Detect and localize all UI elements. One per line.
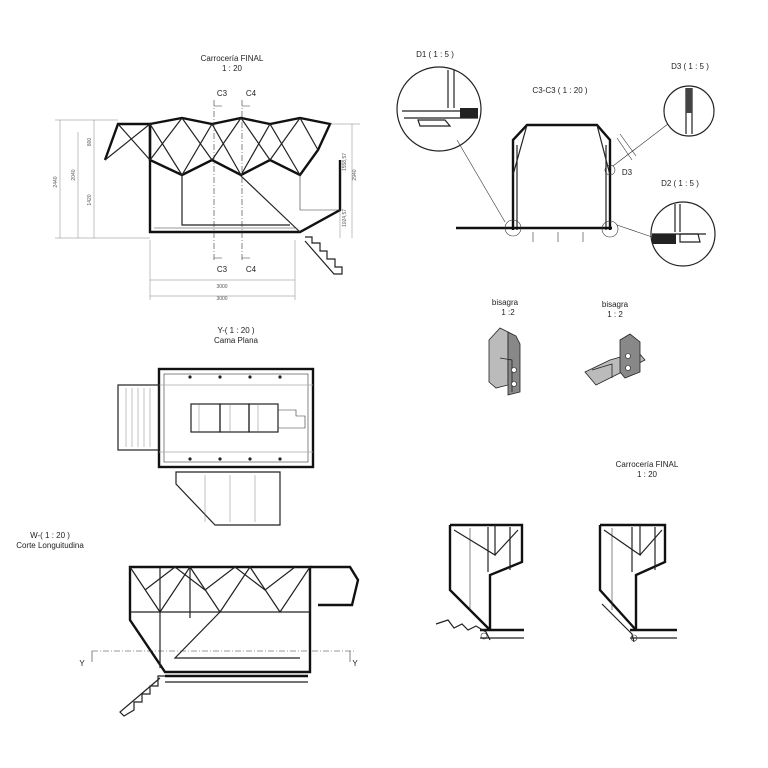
detail-d2-title: D2 ( 1 : 5 ): [661, 179, 699, 188]
hinge-2-scale: 1 : 2: [607, 310, 623, 319]
dim-top: 800: [87, 138, 93, 147]
dim-height-2: 2040: [71, 169, 77, 180]
section-title: C3-C3 ( 1 : 20 ): [532, 86, 587, 95]
hinge-1-title: bisagra: [492, 298, 519, 307]
final-views: Carrocería FINAL 1 : 20: [435, 460, 679, 643]
plan-title: Y-( 1 : 20 ): [217, 326, 254, 335]
section-label-c3-bottom: C3: [217, 265, 228, 274]
section-label-c4-bottom: C4: [246, 265, 257, 274]
dim-total-height: 2440: [53, 176, 59, 187]
hinge-1-drawing: [488, 327, 521, 396]
section-view: C3-C3 ( 1 : 20 ) D1 ( 1 : 5 ) D3 ( 1 : 5…: [396, 50, 716, 267]
detail-d3-tag: D3: [622, 168, 633, 177]
dim-width-inner: 3000: [216, 284, 227, 290]
front-view-scale: 1 : 20: [222, 64, 243, 73]
hinge-2-title: bisagra: [602, 300, 629, 309]
dim-right-height-2: 2940: [352, 169, 358, 180]
long-section: W-( 1 : 20 ) Corte Longuitudina Y Y: [16, 531, 360, 717]
long-title: W-( 1 : 20 ): [30, 531, 70, 540]
front-view-title: Carrocería FINAL: [201, 54, 264, 63]
final2-title: Carrocería FINAL: [616, 460, 679, 469]
dim-right-low: 1024,57: [342, 209, 348, 227]
dim-right-height: 1558,57: [342, 153, 348, 171]
hinge-2-drawing: [584, 333, 646, 386]
hinge-1-scale: 1 :2: [501, 308, 515, 317]
plan-view: Y-( 1 : 20 ) Cama Plana: [117, 326, 315, 526]
long-subtitle: Corte Longuitudina: [16, 541, 84, 550]
plan-subtitle: Cama Plana: [214, 336, 259, 345]
final2-scale: 1 : 20: [637, 470, 658, 479]
axis-label-left: Y: [79, 659, 85, 668]
axis-label-right: Y: [352, 659, 358, 668]
detail-d3-title: D3 ( 1 : 5 ): [671, 62, 709, 71]
detail-d1-title: D1 ( 1 : 5 ): [416, 50, 454, 59]
dim-low: 1420: [87, 194, 93, 205]
section-label-c4-top: C4: [246, 89, 257, 98]
section-label-c3-top: C3: [217, 89, 228, 98]
hinge-details: bisagra 1 :2 bisagra 1 : 2: [488, 298, 646, 396]
dim-width-outer: 3000: [216, 296, 227, 302]
front-view: Carrocería FINAL 1 : 20 C3 C4 C3 C4: [53, 54, 360, 302]
